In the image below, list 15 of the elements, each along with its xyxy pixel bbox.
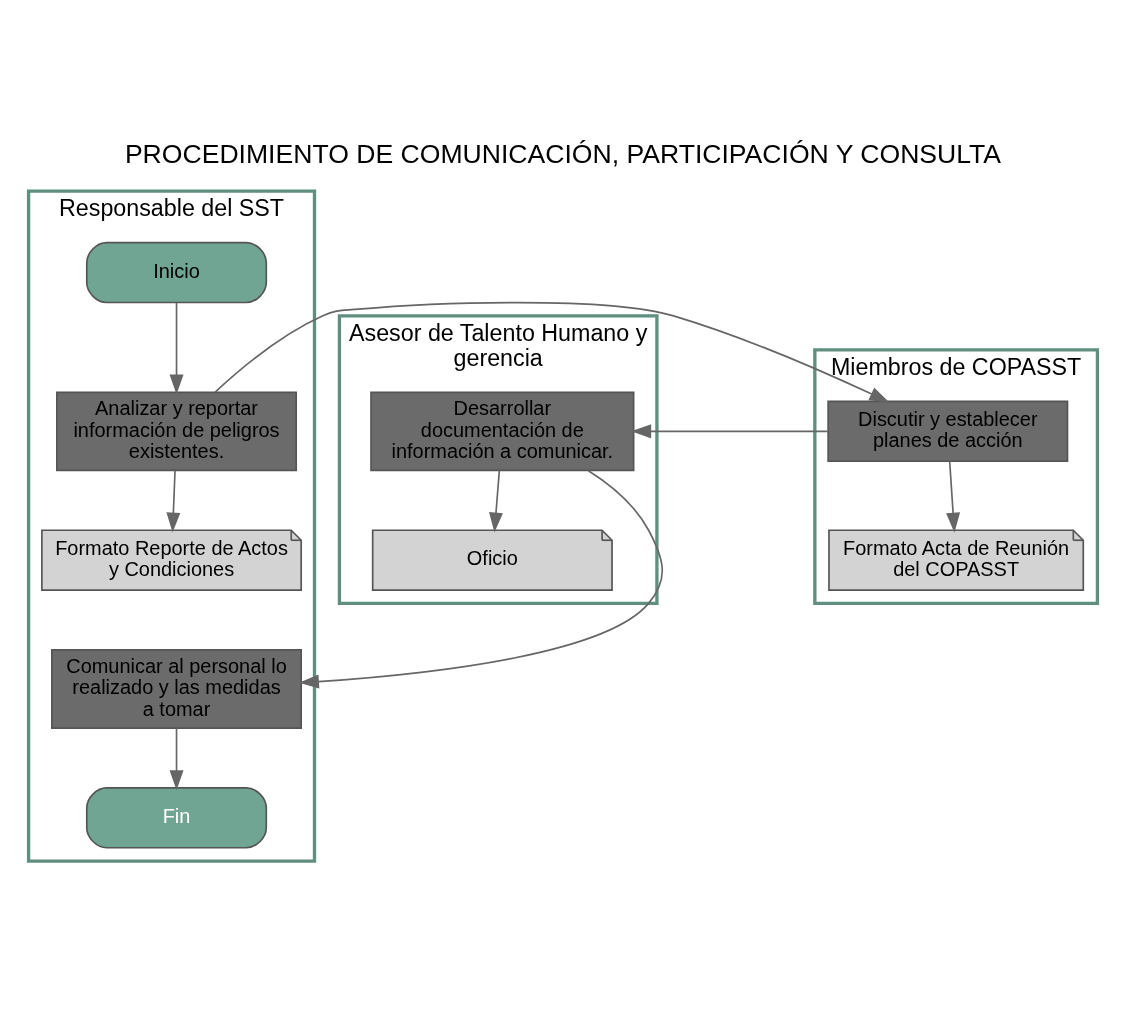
arrow bbox=[631, 424, 829, 439]
arrow bbox=[169, 727, 184, 791]
arrow bbox=[214, 301, 890, 403]
node-box: Desarrollar documentación de información a comunicar. bbox=[370, 391, 635, 472]
arrow bbox=[169, 301, 184, 395]
node-box: Inicio bbox=[85, 241, 268, 304]
node-box: Comunicar al personal lo realizado y las medidas a tomar bbox=[51, 649, 303, 729]
node-box: Fin bbox=[85, 787, 268, 849]
node-box: Analizar y reportar información de peligros existentes. bbox=[56, 391, 298, 472]
arrow bbox=[489, 469, 503, 533]
arrow bbox=[299, 469, 664, 689]
arrow bbox=[946, 460, 961, 533]
diagram-title: PROCEDIMIENTO DE COMUNICACIÓN, PARTICIPACIÓN Y CONSULTA bbox=[124, 138, 1002, 169]
node-box: Discutir y establecer planes de acción bbox=[827, 400, 1069, 463]
arrow bbox=[166, 469, 181, 533]
